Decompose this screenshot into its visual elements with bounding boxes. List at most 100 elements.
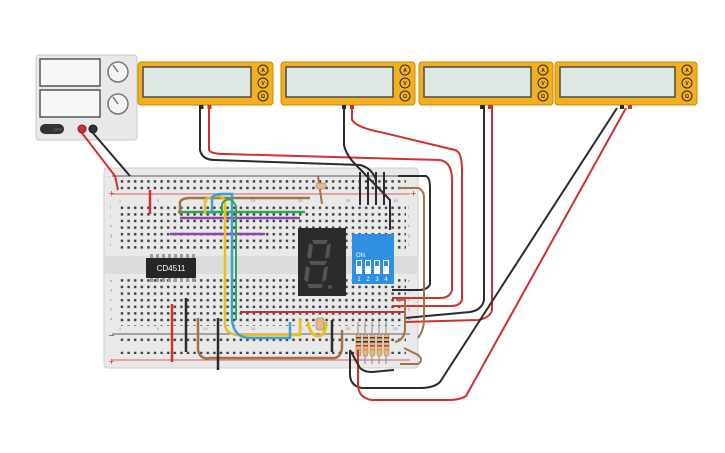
power-supply[interactable]: OFF	[35, 54, 138, 141]
row-letter: j	[109, 204, 111, 209]
dip-number: 4	[384, 277, 388, 283]
svg-text:+: +	[410, 189, 417, 198]
column-number: 1	[119, 198, 122, 203]
mode-button[interactable]	[399, 77, 411, 89]
com-socket[interactable]	[620, 105, 624, 109]
mode-button[interactable]	[399, 64, 411, 76]
dip-number: 1	[357, 277, 361, 283]
column-number: 10	[203, 326, 208, 331]
row-letter: h	[110, 223, 112, 228]
column-number: 20	[298, 198, 303, 203]
mode-label: V	[261, 81, 265, 87]
multimeter-screen	[285, 66, 394, 98]
row-letter: c	[408, 297, 410, 302]
multimeter-screen	[423, 66, 532, 98]
multimeter-screen	[142, 66, 252, 98]
dip-toggle-2[interactable]	[365, 260, 371, 274]
resistor	[383, 333, 390, 357]
row-letter: i	[408, 214, 409, 219]
mode-label: V	[685, 81, 689, 87]
mode-button[interactable]	[399, 90, 411, 102]
column-number: 15	[251, 198, 256, 203]
multimeter-4[interactable]: AVΩ	[554, 61, 698, 109]
mode-button[interactable]	[537, 90, 549, 102]
supply-display-top	[39, 58, 101, 87]
com-socket[interactable]	[199, 105, 204, 109]
dip-number: 3	[375, 277, 379, 283]
mode-button[interactable]	[681, 90, 693, 102]
svg-text:+: +	[108, 357, 115, 366]
svg-text:−: −	[108, 174, 111, 179]
mode-button[interactable]	[681, 77, 693, 89]
dip-toggle-3[interactable]	[374, 260, 380, 274]
positive-terminal[interactable]	[77, 124, 87, 134]
multimeter-screen	[559, 66, 676, 98]
power-button[interactable]	[40, 124, 64, 134]
negative-terminal[interactable]	[88, 124, 98, 134]
dip-on-label: ON	[356, 253, 365, 259]
dip-number: 2	[366, 277, 370, 283]
resistor-bank	[355, 322, 390, 364]
multimeter-1[interactable]: A V Ω	[137, 61, 274, 109]
meter-wires	[81, 105, 627, 401]
mode-button[interactable]	[257, 90, 269, 102]
column-number: 5	[157, 326, 160, 331]
mode-button[interactable]	[537, 77, 549, 89]
column-number: 5	[157, 198, 160, 203]
row-letter: d	[110, 288, 112, 293]
mode-label: A	[403, 68, 407, 74]
row-letter: e	[110, 278, 113, 283]
mode-button[interactable]	[537, 64, 549, 76]
mode-label: A	[685, 68, 689, 74]
row-letter: e	[408, 278, 411, 283]
multimeter-3[interactable]: A V Ω	[418, 61, 554, 109]
mode-button[interactable]	[681, 64, 693, 76]
mode-button[interactable]	[257, 64, 269, 76]
mode-label: A	[261, 68, 265, 74]
row-letter: b	[408, 307, 411, 312]
row-letter: g	[110, 233, 112, 238]
bottom-resistor	[315, 317, 325, 331]
column-number: 30	[393, 326, 398, 331]
mode-label: Ω	[541, 94, 545, 100]
resistor	[362, 333, 369, 357]
row-letter: h	[408, 223, 410, 228]
row-letter: j	[407, 204, 409, 209]
column-number: 15	[251, 326, 256, 331]
mode-label: V	[541, 81, 545, 87]
resistor	[369, 333, 376, 357]
dip-toggle-1[interactable]	[356, 260, 362, 274]
jumper-wires	[148, 175, 405, 370]
com-socket[interactable]	[480, 105, 484, 109]
row-letter: f	[110, 242, 112, 247]
svg-text:+: +	[108, 189, 115, 198]
column-number: 30	[393, 198, 398, 203]
column-number: 1	[119, 326, 122, 331]
probe-socket[interactable]	[628, 105, 632, 109]
mode-label: V	[403, 81, 407, 87]
probe-socket[interactable]	[488, 105, 492, 109]
svg-text:−: −	[108, 331, 115, 340]
chip-label: CD4511	[157, 264, 186, 273]
multimeter-2[interactable]: A V Ω	[280, 61, 416, 109]
column-number: 25	[346, 326, 351, 331]
top-resistor	[315, 182, 327, 190]
power-button-label: OFF	[54, 127, 63, 132]
cd4511-chip[interactable]: CD4511	[146, 254, 196, 282]
row-letter: a	[110, 316, 113, 321]
mode-button[interactable]	[257, 77, 269, 89]
column-number: 25	[346, 198, 351, 203]
mode-label: A	[541, 68, 545, 74]
mode-label: Ω	[403, 94, 407, 100]
seven-segment-display[interactable]	[298, 228, 346, 296]
row-letter: f	[408, 242, 410, 247]
mode-label: Ω	[261, 94, 265, 100]
row-letter: b	[110, 307, 113, 312]
row-letter: i	[110, 214, 111, 219]
dip-toggle-4[interactable]	[383, 260, 389, 274]
row-letter: g	[408, 233, 410, 238]
row-letter: c	[110, 297, 112, 302]
